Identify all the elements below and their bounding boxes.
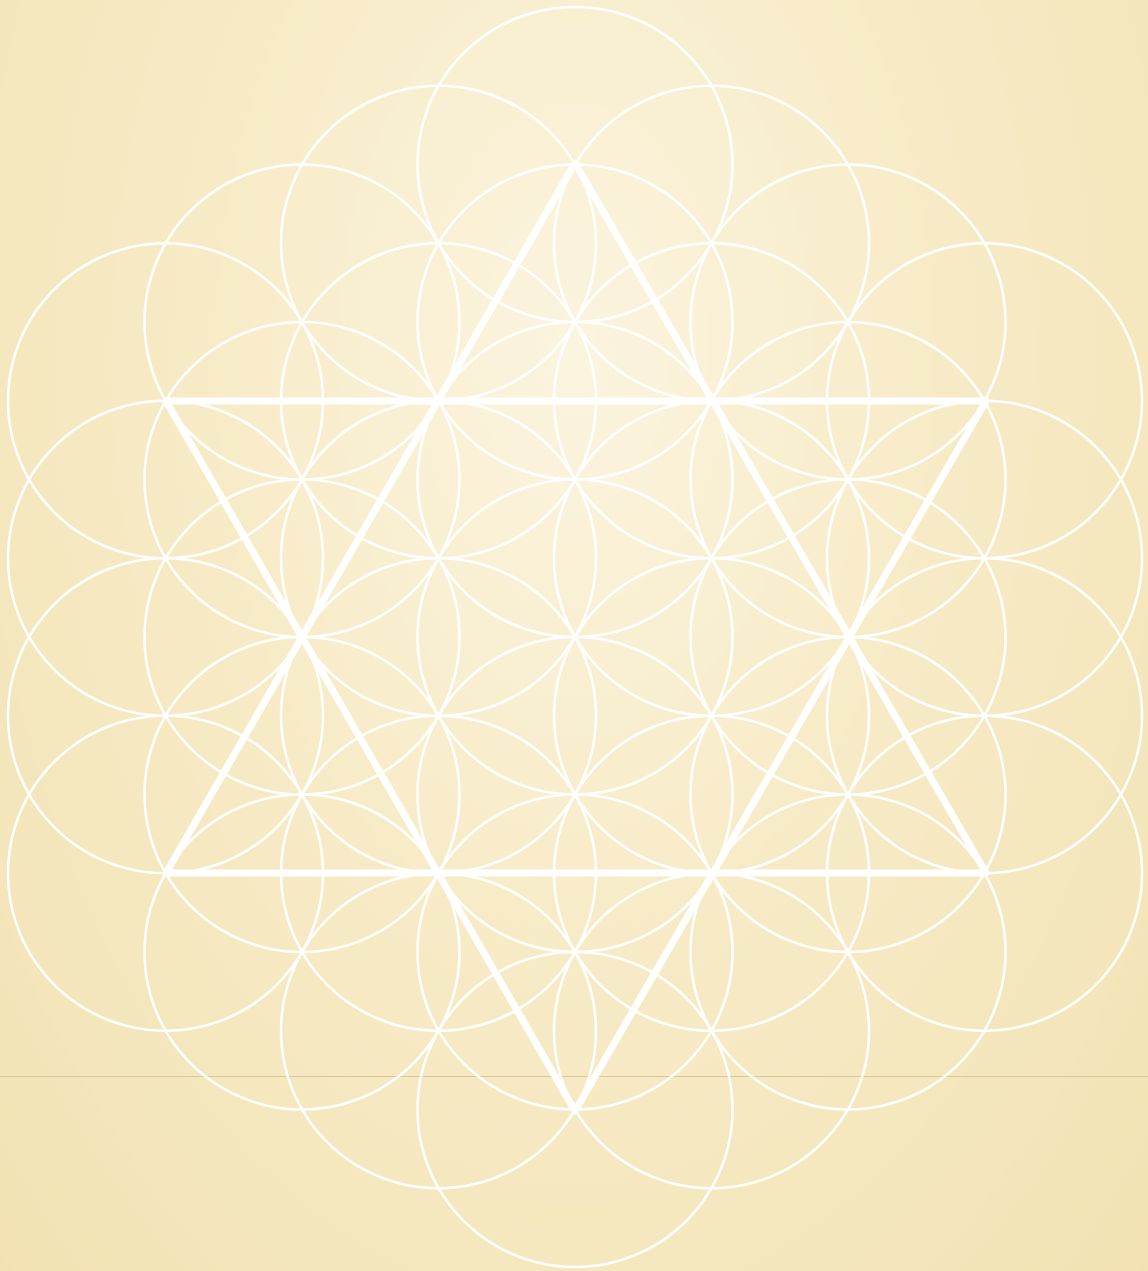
flower-of-life-geometry	[0, 0, 1148, 1271]
diagram-background	[0, 0, 1148, 1271]
